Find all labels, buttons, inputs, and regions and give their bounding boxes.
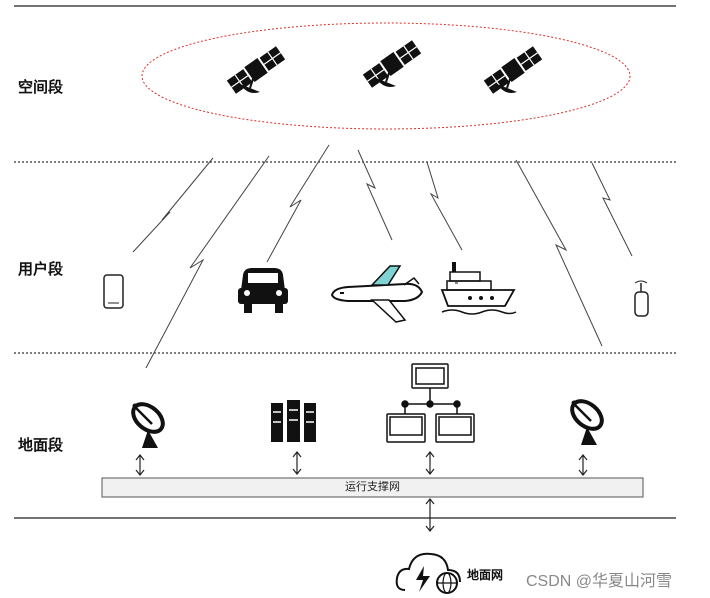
support-network-label: 运行支撑网 (345, 481, 400, 493)
double-arrow-icon (292, 451, 302, 475)
ground-segment-label: 地面段 (18, 437, 64, 454)
signal-link (591, 162, 633, 257)
car-icon (238, 268, 288, 313)
signal-link (132, 157, 214, 253)
satellite-dish-icon (564, 393, 610, 447)
ship-icon (440, 262, 517, 315)
smartphone-icon (103, 274, 124, 309)
support-network-bar (101, 477, 644, 498)
signal-link (266, 144, 330, 263)
server-rack-icon (271, 400, 316, 442)
signal-link (357, 149, 393, 241)
watermark: CSDN @华夏山河雪 (526, 573, 673, 590)
network-computers-icon (386, 363, 475, 443)
double-arrow-icon (135, 454, 145, 476)
signal-link (145, 155, 270, 369)
satellite-dish-icon (125, 396, 171, 450)
airplane-icon (330, 265, 424, 323)
satellite-icon (361, 38, 423, 90)
cloud-globe-icon (395, 552, 461, 594)
antenna-icon (634, 280, 649, 317)
user-segment-label: 用户段 (18, 261, 64, 278)
double-arrow-icon (578, 454, 588, 476)
double-arrow-icon (425, 451, 435, 475)
signal-link (515, 159, 603, 347)
ground-network-label: 地面网 (467, 568, 504, 582)
double-arrow-icon (425, 498, 435, 532)
satellite-icon (225, 44, 287, 96)
signal-link (426, 161, 463, 251)
satellite-icon (482, 44, 544, 96)
orbit-ellipse (141, 22, 631, 130)
space-segment-label: 空间段 (18, 79, 64, 96)
